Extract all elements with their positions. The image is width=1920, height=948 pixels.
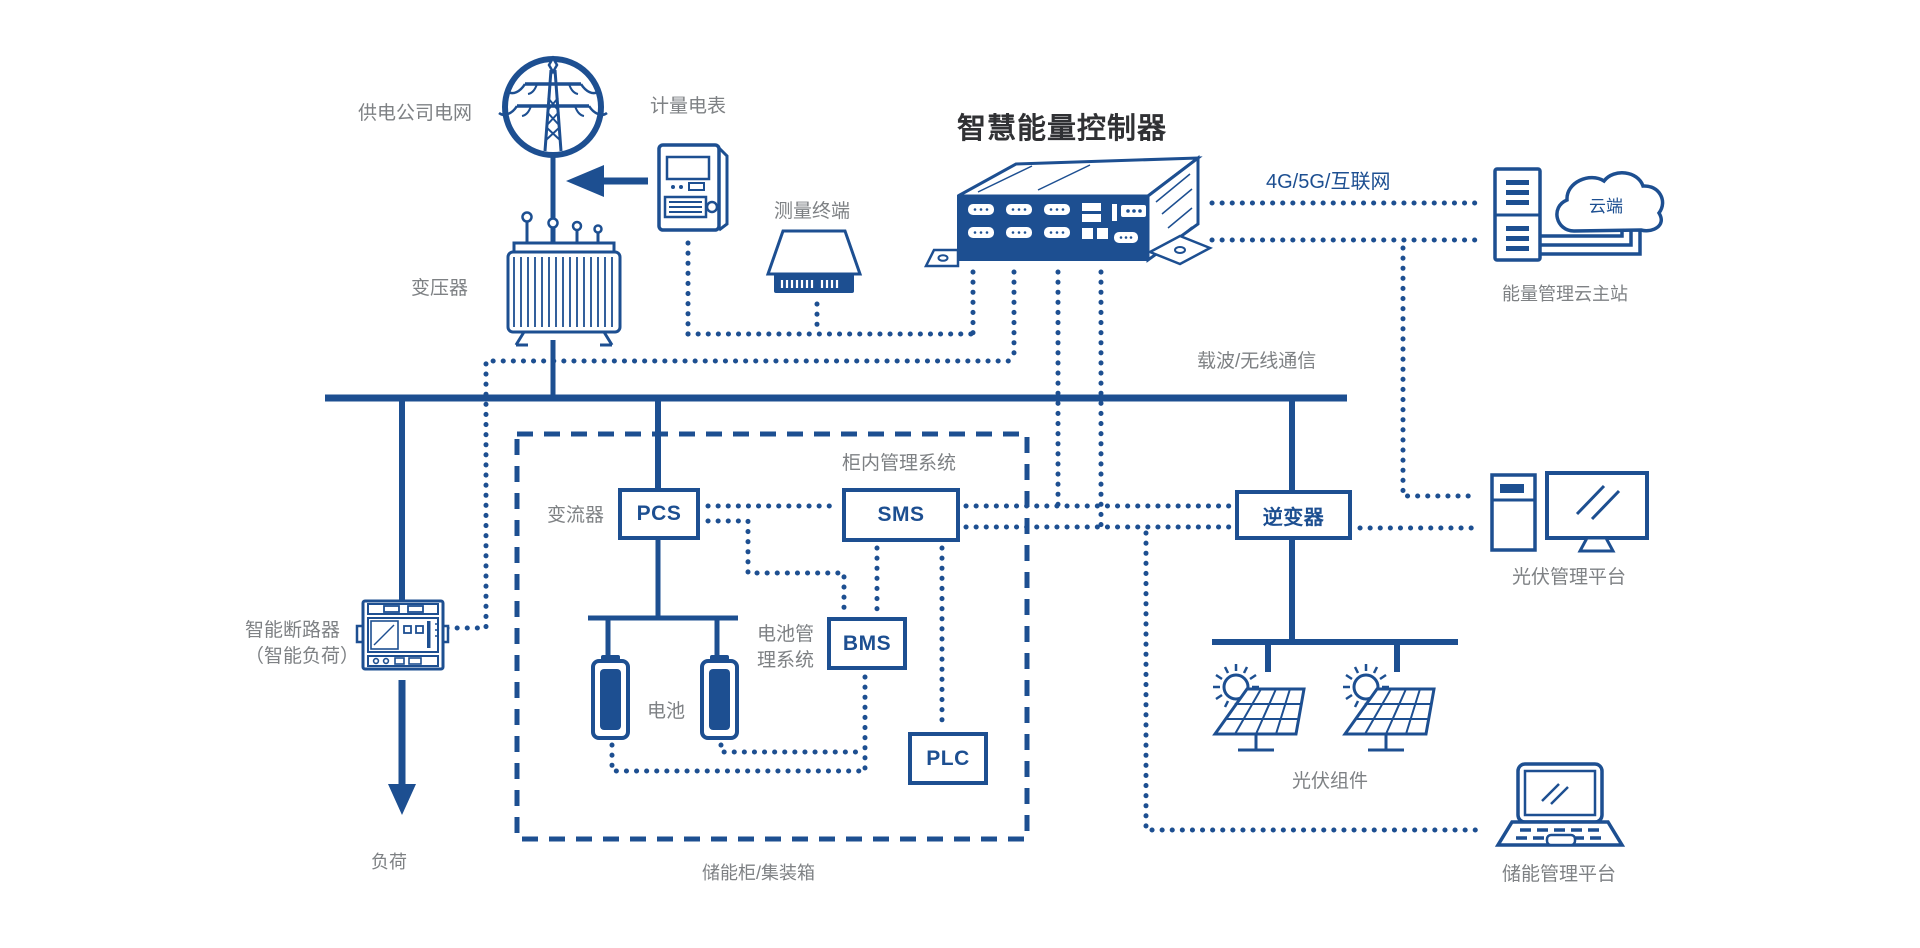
grid-tower-icon [498, 55, 608, 158]
pv-panel1-icon [1212, 664, 1306, 752]
comm-lines-dotted [444, 200, 1485, 833]
storage-box-label: 储能柜/集装箱 [702, 863, 816, 883]
terminal-label: 测量终端 [774, 201, 851, 222]
meter-arrow [566, 165, 648, 197]
breaker-icon [355, 599, 450, 671]
meter-label: 计量电表 [650, 96, 727, 117]
laptop-icon [1494, 762, 1626, 847]
load-label: 负荷 [371, 852, 407, 872]
controller-icon [923, 154, 1213, 268]
controller-title: 智慧能量控制器 [957, 113, 1168, 145]
breaker-label-line1: 智能断路器 [245, 620, 341, 641]
inverter-box: 逆变器 [1235, 490, 1352, 540]
battery2-icon [700, 655, 739, 740]
desktop-pc-icon [1490, 471, 1649, 553]
battery1-comm-line [609, 742, 868, 774]
meter-icon [657, 143, 729, 232]
transformer-icon [506, 211, 622, 347]
breaker-label-line2: （智能负荷） [245, 645, 360, 667]
pv-panel2-icon [1342, 664, 1436, 752]
pcs-to-bms-line [705, 518, 847, 613]
grid-label: 供电公司电网 [358, 103, 473, 124]
sms-to-storageplatform-line [1143, 530, 1485, 833]
transformer-label: 变压器 [411, 278, 469, 299]
plc-box: PLC [908, 732, 988, 785]
cabinet-system-label: 柜内管理系统 [842, 453, 957, 474]
bms-label-line1: 电池管 [756, 624, 814, 645]
server-cloud-links [1540, 231, 1642, 256]
battery1-icon [591, 655, 630, 740]
breaker-label: 智能断路器 （智能负荷） [245, 618, 359, 669]
cloud-station-label: 能量管理云主站 [1502, 284, 1628, 304]
load-arrow [388, 680, 416, 815]
cloud-label: 云端 [1589, 197, 1623, 216]
power-lines [325, 155, 1458, 672]
battery-label: 电池 [647, 701, 686, 722]
storage-platform-label: 储能管理平台 [1502, 864, 1617, 885]
measuring-terminal-icon [765, 229, 863, 293]
pcs-box: PCS [618, 488, 700, 540]
bms-label-line2: 理系统 [756, 649, 814, 671]
network-label: 4G/5G/互联网 [1266, 171, 1391, 193]
battery2-comm-line [718, 742, 868, 755]
cloud-server-icon [1493, 167, 1665, 262]
bms-box: BMS [827, 617, 907, 670]
breaker-comm-line [444, 358, 1017, 631]
cloud-to-pvplatform-line [1400, 245, 1481, 499]
storage-cabinet-dashed-box [514, 431, 1030, 842]
pv-platform-label: 光伏管理平台 [1512, 567, 1627, 588]
sms-box: SMS [842, 488, 960, 542]
converter-label: 变流器 [547, 505, 605, 526]
bms-label: 电池管 理系统 [742, 622, 814, 673]
pv-modules-label: 光伏组件 [1292, 771, 1369, 792]
comm-label: 载波/无线通信 [1197, 351, 1317, 372]
cloud-icon [1555, 171, 1665, 233]
